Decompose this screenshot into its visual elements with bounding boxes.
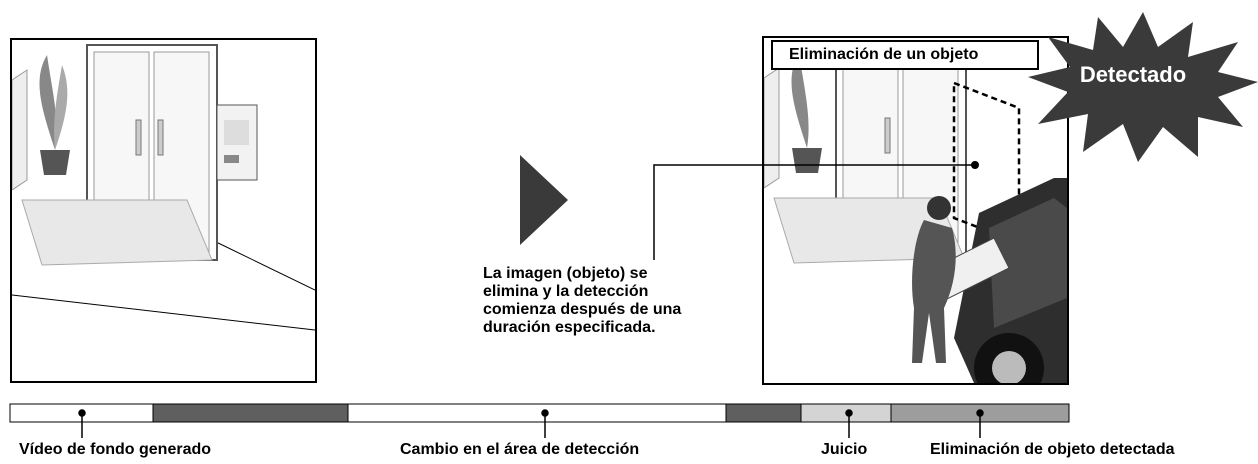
timeline bbox=[9, 403, 1070, 438]
description-text: La imagen (objeto) se elimina y la detec… bbox=[483, 265, 753, 337]
timeline-label-background: Vídeo de fondo generado bbox=[19, 441, 212, 458]
background-scene-panel bbox=[10, 38, 317, 383]
alert-title: Eliminación de un objeto bbox=[771, 40, 1039, 70]
timeline-segment bbox=[725, 403, 802, 423]
description-line: La imagen (objeto) se bbox=[483, 265, 648, 282]
timeline-segment bbox=[152, 403, 349, 423]
timeline-label-change: Cambio en el área de detección bbox=[400, 441, 640, 458]
description-line: elimina y la detección bbox=[483, 283, 649, 300]
description-line: duración especificada. bbox=[483, 319, 656, 336]
background-scene-illustration bbox=[12, 44, 315, 331]
callout-line bbox=[653, 161, 979, 260]
timeline-label-detected: Eliminación de objeto detectada bbox=[930, 441, 1175, 458]
removal-scene-panel bbox=[762, 36, 1069, 385]
description-line: comienza después de una bbox=[483, 301, 682, 318]
detected-status: Detectado bbox=[1079, 62, 1187, 87]
detected-starburst-icon bbox=[1028, 12, 1258, 162]
removal-scene-illustration bbox=[764, 42, 1067, 383]
timeline-label-judgment: Juicio bbox=[821, 441, 868, 458]
play-arrow-icon bbox=[520, 155, 568, 245]
timeline-segment bbox=[347, 403, 727, 423]
